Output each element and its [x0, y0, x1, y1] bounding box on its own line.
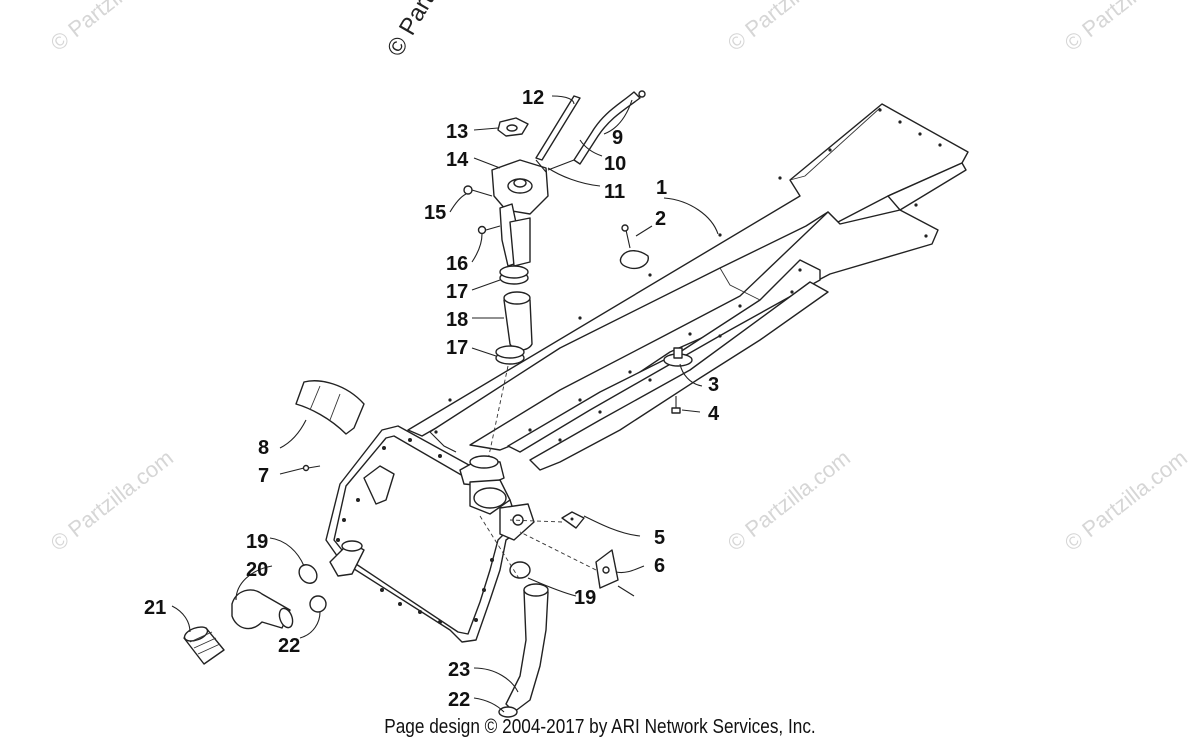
callout-20: 20 [246, 559, 268, 581]
callout-15: 15 [424, 202, 446, 224]
clamp-part-19-left [298, 564, 318, 584]
watermark: © Partzilla.com [46, 445, 178, 556]
tunnel-cooler-part-1 [407, 103, 969, 471]
callout-12: 12 [522, 87, 544, 109]
watermark: © Partzilla.com [1060, 445, 1192, 556]
callout-3: 3 [708, 374, 719, 396]
callout-10: 10 [604, 153, 626, 175]
callout-8: 8 [258, 437, 269, 459]
screw-part-7 [302, 464, 321, 472]
leader-lines [171, 95, 719, 713]
callout-9: 9 [612, 127, 623, 149]
callout-17: 17 [446, 337, 468, 359]
mount-washer-part-3 [663, 347, 693, 367]
callout-21: 21 [144, 597, 166, 619]
callout-14: 14 [446, 149, 469, 171]
watermark: © Partzilla.com [723, 0, 855, 56]
bracket-part-6 [519, 531, 635, 597]
callout-22: 22 [278, 635, 300, 657]
watermark-top: © Partzilla.com [382, 0, 486, 61]
watermark: © Partzilla.com [723, 445, 855, 556]
callout-2: 2 [655, 208, 666, 230]
callout-13: 13 [446, 121, 468, 143]
callout-11: 11 [604, 181, 625, 203]
hose-clamp-part-17 [499, 265, 529, 285]
watermarks: © Partzilla.com © Partzilla.com © Partzi… [46, 0, 1192, 556]
page-footer: Page design © 2004-2017 by ARI Network S… [384, 716, 816, 738]
hose-clamp-part-17b [495, 345, 525, 365]
callout-7: 7 [258, 465, 269, 487]
decal-part-2 [619, 224, 649, 270]
elbow-hose-part-20 [231, 589, 294, 630]
callout-1: 1 [656, 177, 667, 199]
filler-neck-assembly [463, 117, 549, 267]
insulation-part-8 [295, 380, 365, 435]
screw-part-4 [671, 396, 681, 414]
bracket-part-5 [509, 511, 585, 529]
clamp-part-22-left [309, 595, 327, 613]
callout-19: 19 [246, 531, 268, 553]
watermark: © Partzilla.com [46, 0, 178, 56]
callout-18: 18 [446, 309, 468, 331]
clamp-part-19-right [509, 561, 531, 579]
vent-hoses [535, 90, 646, 173]
callout-4: 4 [708, 403, 720, 425]
callouts: 1 2 3 4 5 6 7 8 9 10 11 12 13 14 15 16 1… [144, 87, 720, 711]
callout-6: 6 [654, 555, 665, 577]
hose-part-18 [503, 291, 533, 351]
callout-19: 19 [574, 587, 596, 609]
callout-16: 16 [446, 253, 468, 275]
clamp-part-22-bottom [498, 706, 518, 718]
watermark: © Partzilla.com [1060, 0, 1192, 56]
bellows-coupler-part-21 [183, 626, 225, 665]
callout-23: 23 [448, 659, 470, 681]
callout-5: 5 [654, 527, 665, 549]
heat-exchanger-body [325, 425, 535, 643]
callout-17: 17 [446, 281, 468, 303]
outlet-hose-part-23 [505, 583, 549, 713]
callout-22: 22 [448, 689, 470, 711]
